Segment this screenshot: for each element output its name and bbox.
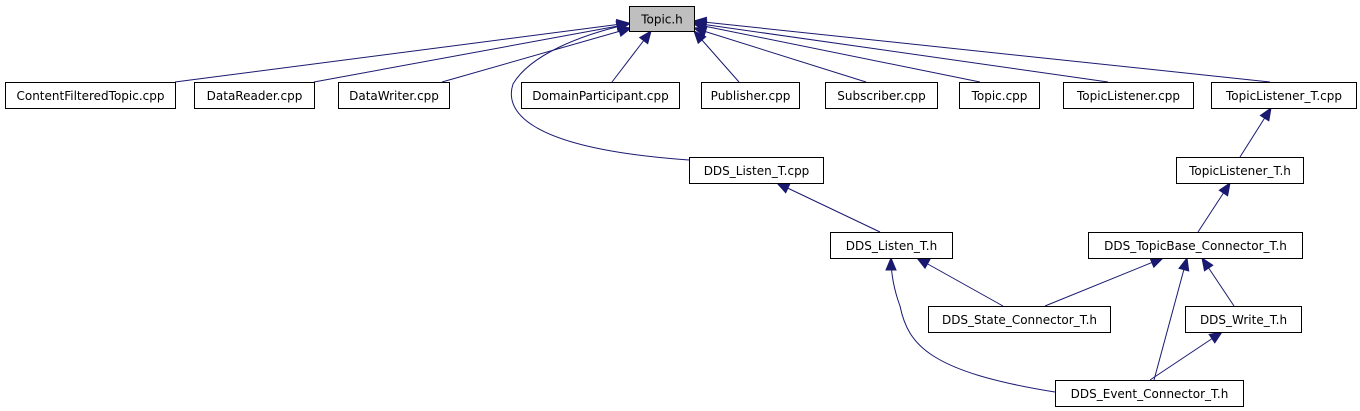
edge-dds-state-connector-t-h-to-dds-topicbase-connector-t-h: [1044, 257, 1165, 307]
arrowhead: [693, 30, 707, 45]
node-topic-h: Topic.h: [629, 6, 695, 32]
edge-line: [693, 23, 981, 83]
edge-dds-event-connector-t-h-to-dds-write-t-h: [1149, 331, 1224, 381]
node-box: [1063, 82, 1194, 109]
arrowhead: [775, 182, 791, 194]
edge-dds-event-connector-t-h-to-dds-listen-t-h: [885, 256, 1056, 393]
edge-line: [174, 22, 630, 83]
edge-line: [1149, 331, 1223, 381]
edge-dds-listen-t-h-to-dds-listen-t-cpp: [775, 182, 881, 233]
arrowhead: [692, 16, 708, 28]
arrowhead: [915, 257, 931, 270]
node-box: [689, 157, 824, 184]
edge-line: [776, 182, 881, 233]
edge-dds-topicbase-connector-t-h-to-topiclistener-t-h: [1197, 181, 1231, 233]
node-label: DDS_TopicBase_Connector_T.h: [1104, 239, 1287, 253]
edge-line: [693, 20, 1271, 83]
arrowhead: [1259, 106, 1272, 122]
edge-line: [313, 23, 630, 83]
arrowhead: [1201, 256, 1214, 272]
node-topiclistener-t-h[interactable]: TopicListener_T.h: [1176, 157, 1304, 184]
node-label: DDS_Write_T.h: [1200, 313, 1287, 327]
edge-dds-state-connector-t-h-to-dds-listen-t-h: [915, 257, 1004, 307]
node-label: ContentFilteredTopic.cpp: [16, 89, 164, 103]
edge-line: [441, 27, 632, 83]
arrowhead: [885, 256, 897, 271]
node-domainparticipant-cpp[interactable]: DomainParticipant.cpp: [521, 82, 680, 109]
node-datawriter-cpp[interactable]: DataWriter.cpp: [338, 82, 450, 109]
edge-line: [890, 257, 1056, 393]
node-box: [1055, 380, 1244, 407]
node-label: TopicListener_T.cpp: [1225, 89, 1342, 103]
edge-publisher-cpp-to-topic-h: [693, 30, 740, 83]
node-label: DataReader.cpp: [207, 89, 303, 103]
node-box: [825, 82, 938, 109]
node-dds-topicbase-connector-t-h[interactable]: DDS_TopicBase_Connector_T.h: [1088, 232, 1303, 259]
edge-topiclistener-cpp-to-topic-h: [692, 19, 1109, 83]
node-dds-write-t-h[interactable]: DDS_Write_T.h: [1185, 306, 1302, 333]
arrowhead: [615, 21, 631, 33]
edge-line: [1153, 257, 1188, 381]
node-label: Topic.cpp: [971, 89, 1028, 103]
node-label: DataWriter.cpp: [349, 89, 439, 103]
node-label: DDS_Listen_T.cpp: [704, 164, 810, 178]
node-box: [194, 82, 315, 109]
node-topic-cpp[interactable]: Topic.cpp: [959, 82, 1040, 109]
node-box: [1176, 157, 1304, 184]
node-box: [928, 306, 1111, 333]
edge-line: [1044, 257, 1164, 307]
node-box: [1088, 232, 1303, 259]
node-dds-state-connector-t-h[interactable]: DDS_State_Connector_T.h: [928, 306, 1111, 333]
edge-line: [693, 27, 867, 83]
edge-line: [916, 257, 1004, 307]
edge-topiclistener-t-h-to-topiclistener-t-cpp: [1239, 106, 1272, 158]
node-label: Topic.h: [640, 13, 683, 27]
edges-layer: [174, 16, 1272, 393]
edge-domainparticipant-cpp-to-topic-h: [611, 29, 652, 83]
arrowhead: [638, 29, 652, 45]
edge-line: [693, 22, 1109, 83]
edge-datareader-cpp-to-topic-h: [313, 20, 631, 83]
edge-dds-event-connector-t-h-to-dds-topicbase-connector-t-h: [1153, 256, 1190, 381]
edge-line: [510, 23, 690, 161]
node-box: [1211, 82, 1357, 109]
node-label: DDS_Event_Connector_T.h: [1071, 387, 1229, 401]
edge-dds-write-t-h-to-dds-topicbase-connector-t-h: [1201, 256, 1235, 307]
arrowhead: [1178, 256, 1190, 272]
node-label: TopicListener_T.h: [1188, 164, 1291, 178]
node-label: DDS_Listen_T.h: [846, 239, 937, 253]
node-box: [338, 82, 450, 109]
node-publisher-cpp[interactable]: Publisher.cpp: [701, 82, 800, 109]
arrowhead: [1208, 331, 1224, 344]
node-box: [5, 82, 176, 109]
node-box: [959, 82, 1040, 109]
arrowhead: [1149, 257, 1165, 269]
node-topiclistener-cpp[interactable]: TopicListener.cpp: [1063, 82, 1194, 109]
edge-contentfilteredtopic-cpp-to-topic-h: [174, 18, 631, 83]
node-box: [701, 82, 800, 109]
node-dds-listen-t-cpp[interactable]: DDS_Listen_T.cpp: [689, 157, 824, 184]
node-label: DomainParticipant.cpp: [532, 89, 668, 103]
node-box: [629, 6, 695, 32]
node-box: [521, 82, 680, 109]
node-topiclistener-t-cpp[interactable]: TopicListener_T.cpp: [1211, 82, 1357, 109]
node-dds-listen-t-h[interactable]: DDS_Listen_T.h: [830, 232, 953, 259]
arrowhead: [1218, 181, 1231, 197]
node-contentfilteredtopic-cpp[interactable]: ContentFilteredTopic.cpp: [5, 82, 176, 109]
node-datareader-cpp[interactable]: DataReader.cpp: [194, 82, 315, 109]
node-label: Publisher.cpp: [711, 89, 791, 103]
edge-topiclistener-t-cpp-to-topic-h: [692, 16, 1271, 83]
node-box: [830, 232, 953, 259]
node-subscriber-cpp[interactable]: Subscriber.cpp: [825, 82, 938, 109]
node-label: DDS_State_Connector_T.h: [942, 313, 1097, 327]
edge-dds-listen-t-cpp-to-topic-h: [510, 21, 690, 161]
node-dds-event-connector-t-h[interactable]: DDS_Event_Connector_T.h: [1055, 380, 1244, 407]
node-box: [1185, 306, 1302, 333]
node-label: TopicListener.cpp: [1076, 89, 1180, 103]
node-label: Subscriber.cpp: [837, 89, 925, 103]
